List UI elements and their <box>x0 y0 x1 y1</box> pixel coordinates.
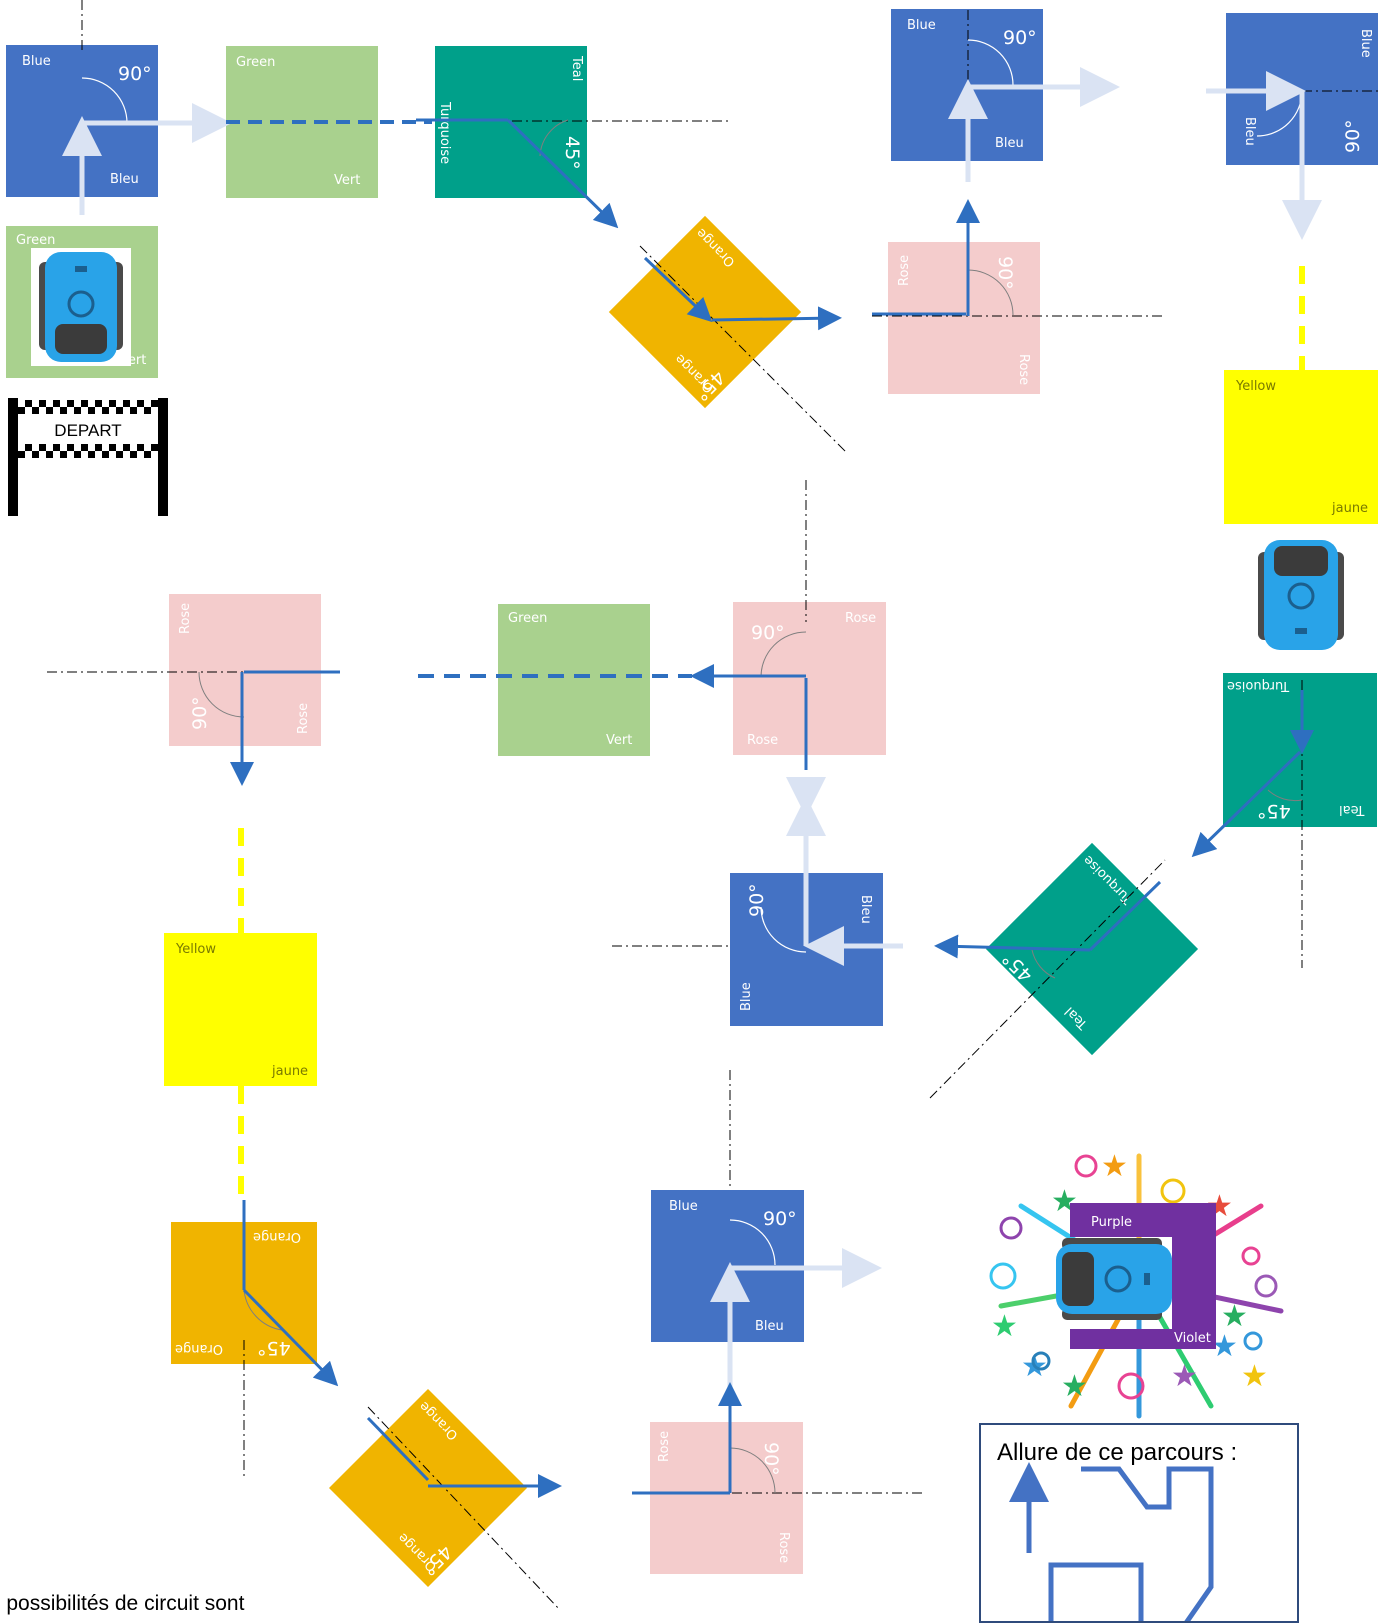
allure-box: Allure de ce parcours : <box>979 1423 1299 1623</box>
depart-label: DEPART <box>18 420 158 442</box>
depart-banner: DEPART <box>8 398 168 516</box>
allure-path-sketch <box>981 1425 1297 1621</box>
robot-start <box>31 248 131 366</box>
robot-finish <box>1052 1238 1176 1320</box>
footnote-text: s possibilités de circuit sont <box>0 1592 244 1616</box>
checkered-band-bottom <box>18 444 158 458</box>
checkered-band-top <box>18 400 158 414</box>
banner-post-right <box>158 398 168 516</box>
robot-right <box>1254 536 1348 654</box>
banner-post-left <box>8 398 18 516</box>
